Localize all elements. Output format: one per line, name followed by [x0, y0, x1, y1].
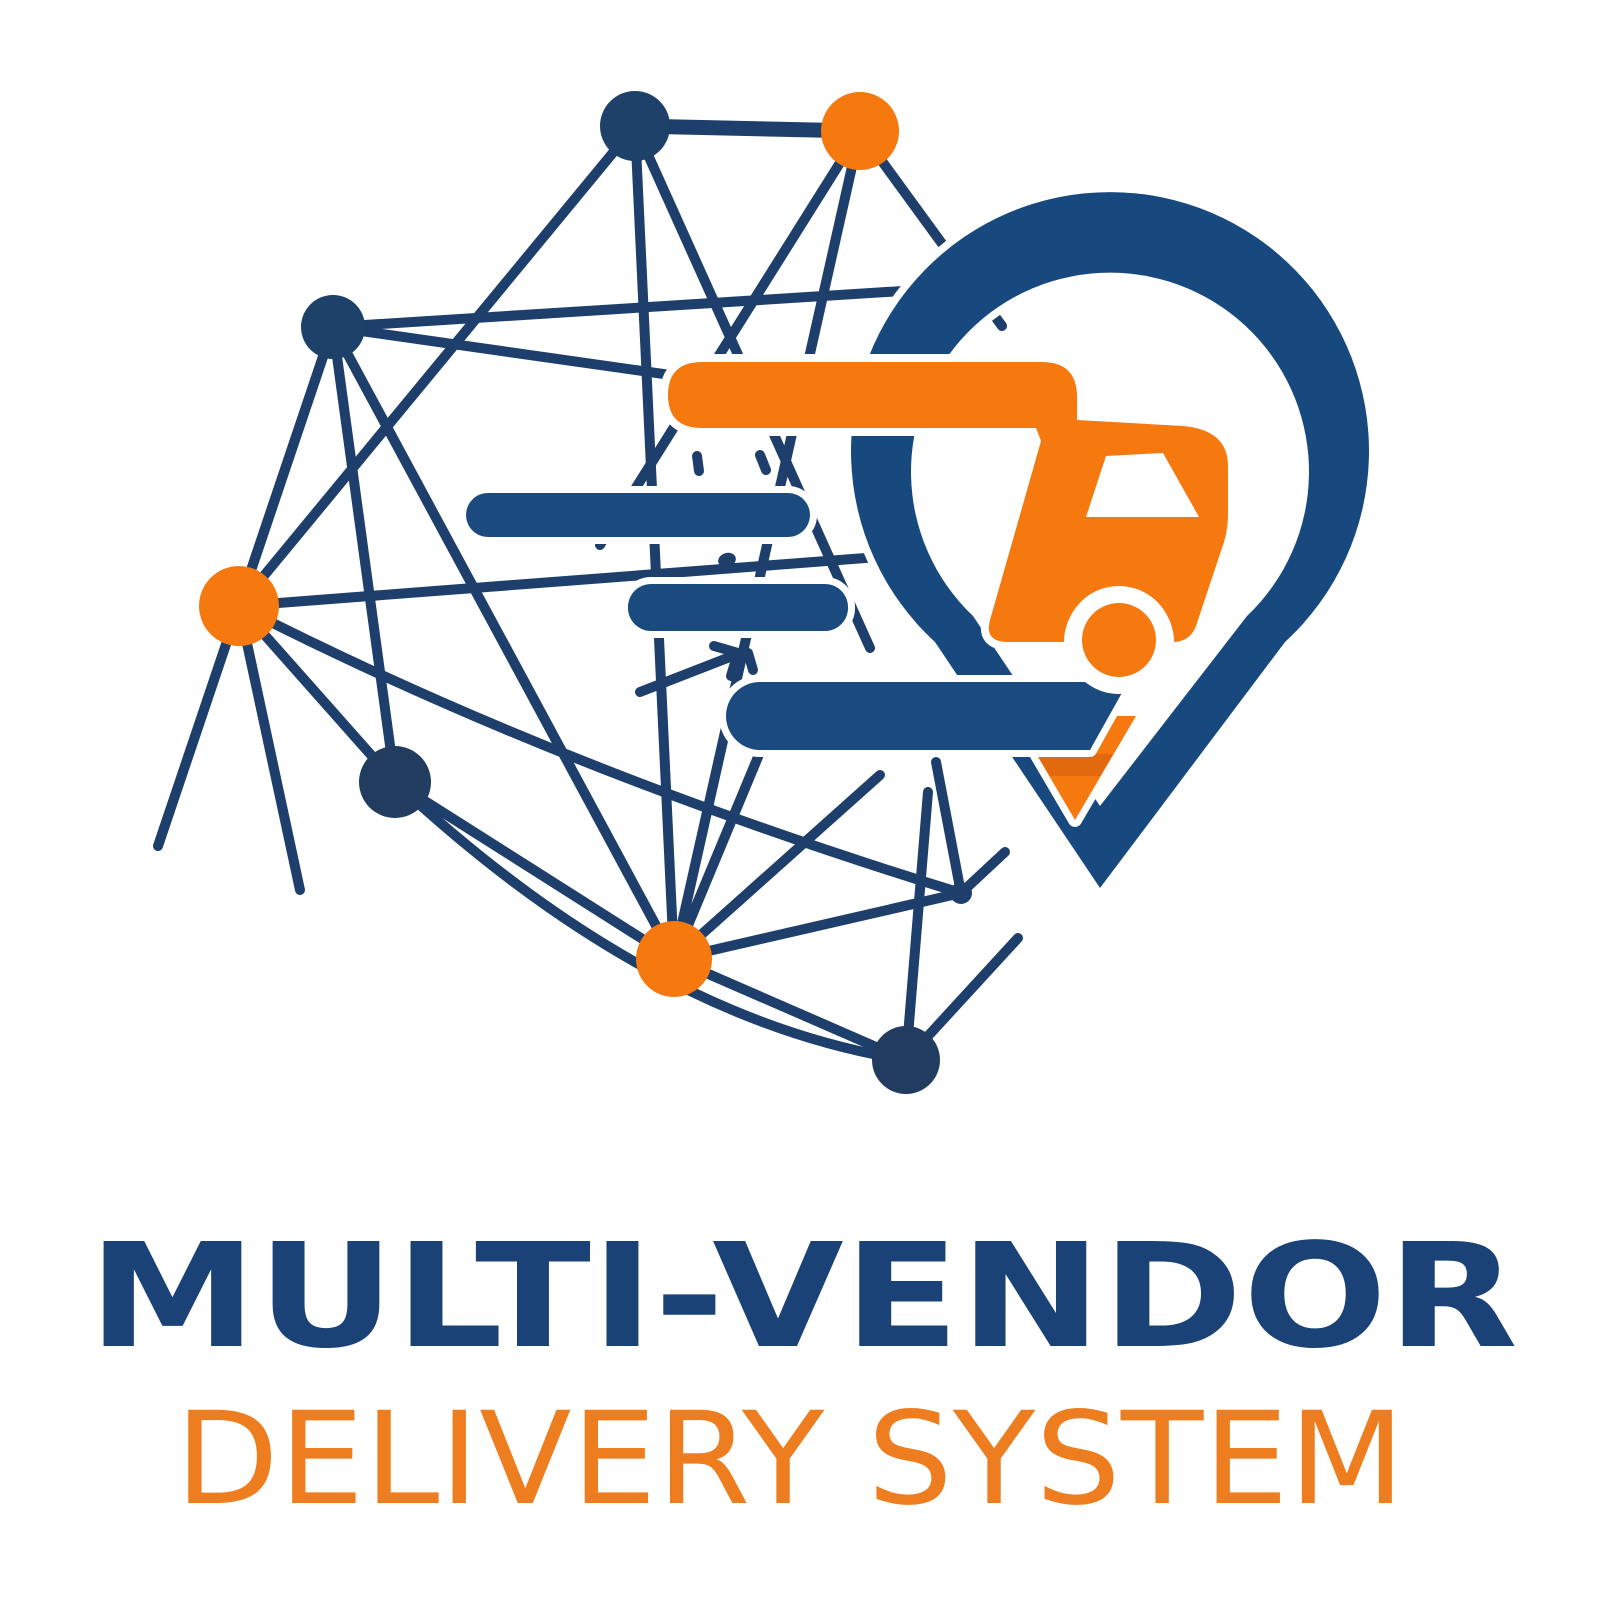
- speed-detail-marks: [635, 450, 771, 697]
- wordmark: MULTI-VENDOR DELIVERY SYSTEM: [88, 1212, 1518, 1534]
- network-line: [328, 283, 955, 332]
- network-line: [328, 322, 400, 787]
- truck-body: [668, 362, 1228, 642]
- network-line: [328, 322, 679, 964]
- network-line: [390, 777, 679, 964]
- network-node-navy: [301, 295, 365, 359]
- speed-bar-top: [466, 493, 810, 537]
- network-node-orange: [821, 92, 899, 170]
- speed-bar-middle: [628, 584, 848, 631]
- network-node-group: [199, 91, 972, 1094]
- network-line: [669, 126, 865, 964]
- network-line: [234, 121, 640, 611]
- network-line: [669, 770, 885, 964]
- network-line: [669, 888, 966, 964]
- arrow-head-icon: [709, 641, 745, 681]
- network-junction: [950, 882, 972, 904]
- arrow-shaft: [635, 652, 735, 697]
- network-line: [595, 126, 865, 550]
- network-line: [234, 601, 305, 895]
- network-line-curved: [234, 601, 966, 898]
- speed-dot: [718, 552, 736, 568]
- speed-tick: [692, 451, 704, 476]
- delivery-truck-icon: [660, 354, 1236, 694]
- truck-wheel: [1082, 603, 1156, 677]
- speed-bar-bottom: [726, 682, 1128, 750]
- network-node-orange: [199, 566, 279, 646]
- speed-lines-icon: [459, 486, 1135, 757]
- network-node-dark-navy: [359, 746, 431, 818]
- network-node-orange: [636, 921, 712, 997]
- pin-tip-shade: [1037, 754, 1113, 776]
- wordmark-line1: MULTI-VENDOR: [88, 1212, 1518, 1380]
- location-pin-icon: [843, 184, 1377, 896]
- speed-tick: [743, 648, 758, 675]
- speed-tick: [755, 450, 771, 475]
- network-line: [234, 550, 910, 611]
- network-line: [901, 787, 933, 1065]
- network-line: [669, 954, 911, 1065]
- network-node-dark-navy: [872, 1026, 940, 1094]
- network-line: [931, 757, 966, 898]
- network-node-navy: [600, 91, 670, 161]
- wordmark-line2: DELIVERY SYSTEM: [175, 1385, 1405, 1534]
